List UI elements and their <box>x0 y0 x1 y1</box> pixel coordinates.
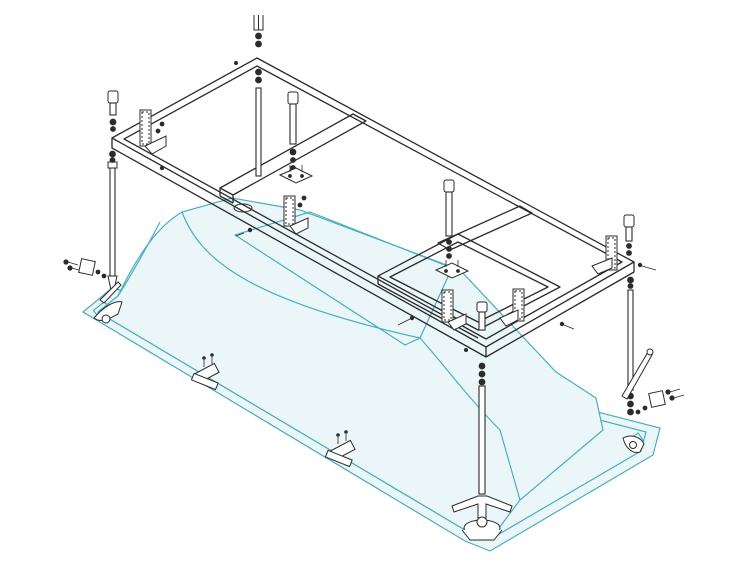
drain-hole <box>233 203 253 213</box>
tripod-foot <box>451 495 513 541</box>
bathtub-basin <box>96 197 604 541</box>
bathtub-basin-inner <box>234 211 453 346</box>
bathtub-floor-line <box>419 337 521 501</box>
screw-set-left <box>63 258 107 279</box>
wall-bracket-1 <box>139 109 167 155</box>
hardware-plate-2 <box>434 260 470 279</box>
frame-depth-right <box>485 262 635 358</box>
wall-bracket-4 <box>499 288 525 327</box>
leg-front-left <box>93 150 123 324</box>
support-frame <box>111 57 635 358</box>
hardware-plate-1 <box>278 165 314 184</box>
rim-clip-1 <box>190 353 220 391</box>
lever-arm-left <box>99 281 122 304</box>
bolt-left-inner <box>287 91 299 171</box>
lever-arm-right <box>621 348 654 400</box>
leg-back-left <box>253 15 264 177</box>
wall-bracket-3 <box>441 289 467 331</box>
frame-crossbar-1 <box>219 113 367 196</box>
foot-back-right <box>622 435 645 453</box>
bolt-front-center <box>476 301 488 331</box>
frame-outer-inner <box>123 65 623 340</box>
bolt-center <box>443 179 455 259</box>
rim-clip-2 <box>324 430 356 468</box>
side-screws <box>159 61 657 352</box>
bathtub-side-line <box>117 221 161 297</box>
foot-front-left <box>93 301 123 324</box>
leg-front-right <box>451 362 513 541</box>
bolt-right-corner <box>623 214 635 256</box>
frame-depth-near <box>111 138 487 358</box>
bolt-left-corner <box>107 90 119 132</box>
leg-back-right <box>622 276 645 453</box>
bathtub-shell <box>81 197 661 552</box>
screw-set-right <box>635 388 685 415</box>
wall-bracket-5 <box>591 235 618 275</box>
bathtub-slope-line <box>181 211 421 339</box>
wall-bracket-2 <box>283 195 309 235</box>
